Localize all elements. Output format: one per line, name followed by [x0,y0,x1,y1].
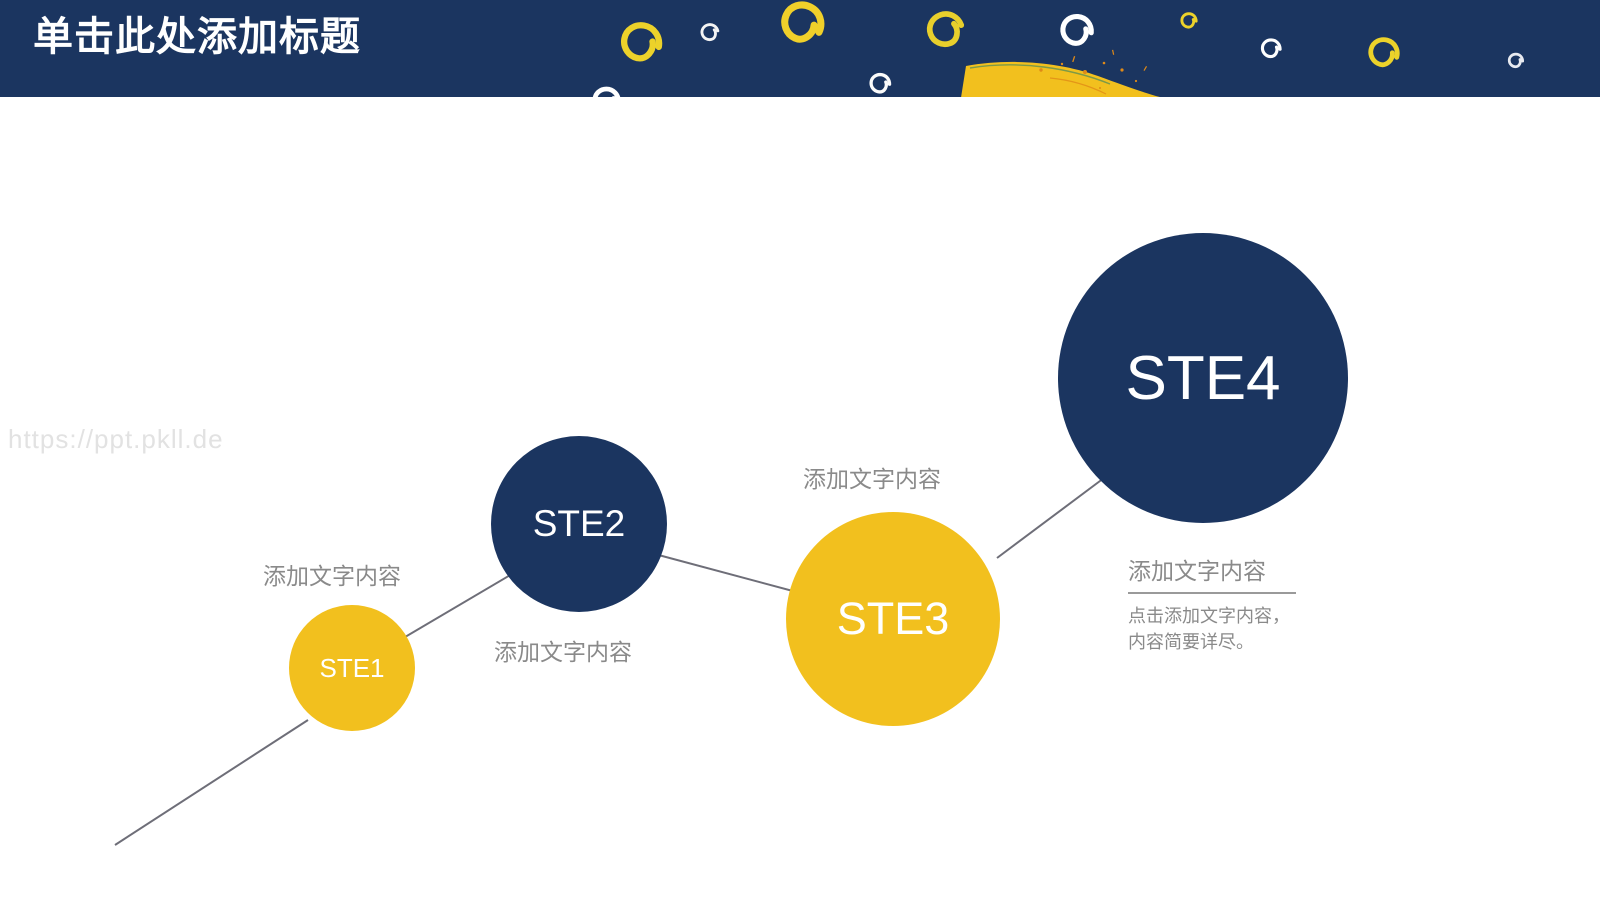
step-circle-ste1[interactable]: STE1 [289,605,415,731]
step-circle-ste2[interactable]: STE2 [491,436,667,612]
watermark-url: https://ppt.pkll.de [8,424,224,454]
connector-ste2-to-ste3 [650,552,805,595]
page-title: 单击此处添加标题 [33,15,361,59]
step-caption-ste2: 添加文字内容 [494,639,632,665]
step-label-ste1: STE1 [319,652,385,683]
detail-divider [1128,592,1296,594]
step-caption-ste3: 添加文字内容 [803,466,941,492]
step-label-ste2: STE2 [532,503,626,544]
step-caption-ste1: 添加文字内容 [263,563,401,589]
connector-ste1-to-ste2 [399,573,513,641]
step-label-ste4: STE4 [1125,343,1281,413]
step-circle-ste3[interactable]: STE3 [786,512,1000,726]
step-label-ste3: STE3 [836,593,950,644]
step-circle-ste4[interactable]: STE4 [1058,233,1348,523]
detail-heading: 添加文字内容 [1128,558,1266,584]
header-band: 单击此处添加标题 [0,0,1600,97]
connector-start-to-ste1 [114,719,309,846]
detail-block: 添加文字内容 点击添加文字内容，内容简要详尽。 [1128,552,1300,655]
detail-body: 点击添加文字内容，内容简要详尽。 [1128,606,1290,653]
connector-ste3-to-ste4 [996,474,1109,559]
